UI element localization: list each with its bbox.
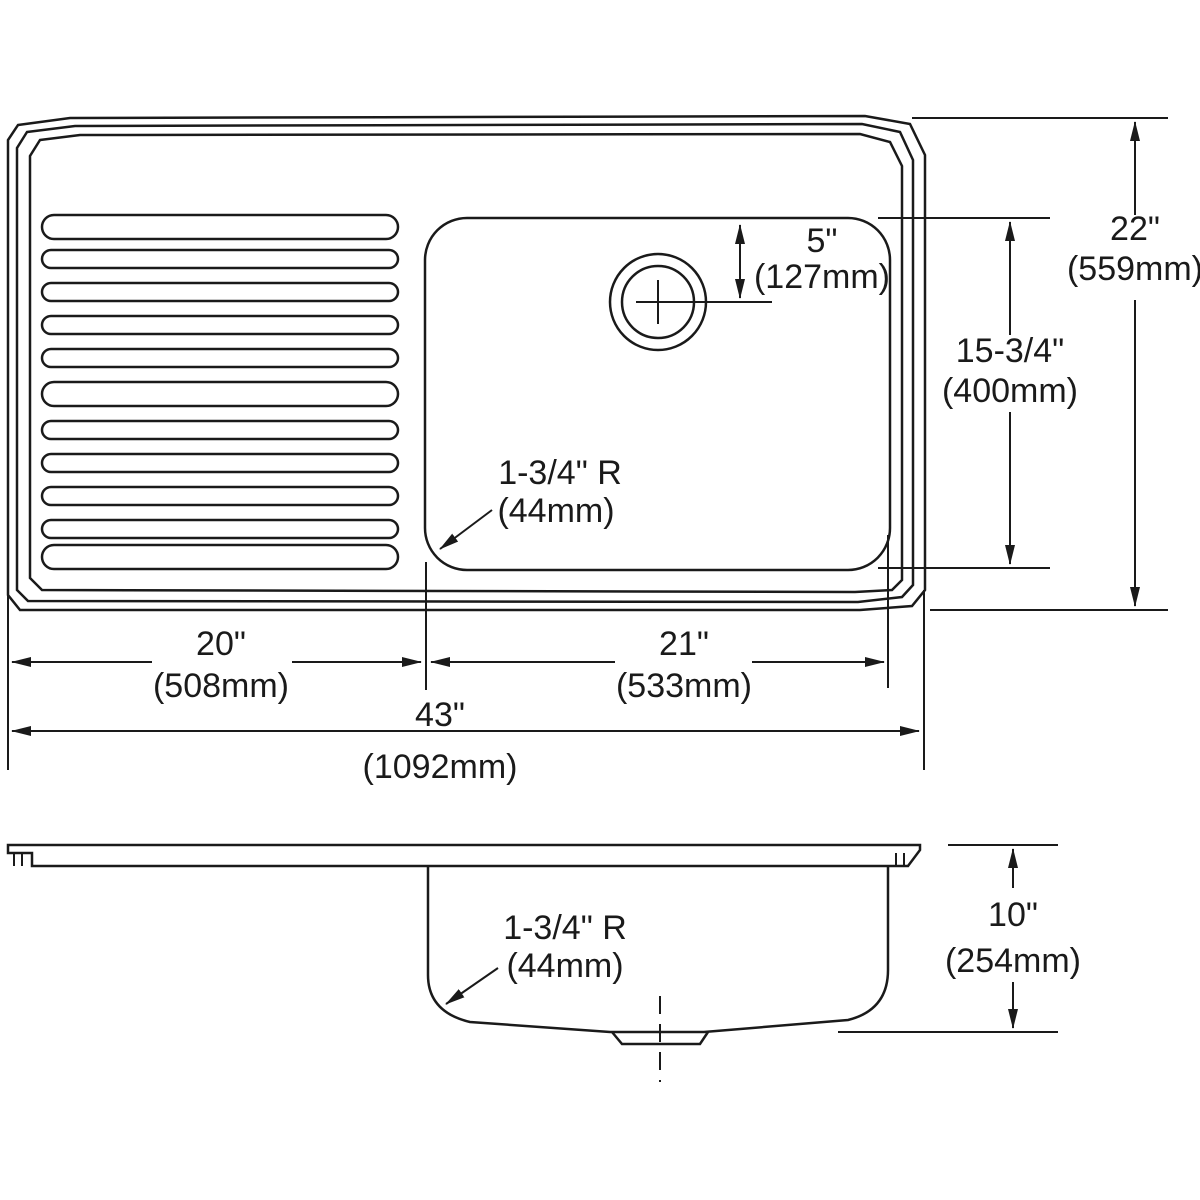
drain-offset-metric: (127mm) bbox=[754, 258, 890, 296]
bowl-width-metric: (533mm) bbox=[616, 667, 752, 705]
drainboard-groove bbox=[40, 314, 400, 336]
overall-depth-dimension: 22" (559mm) bbox=[912, 117, 1200, 611]
drainboard-groove bbox=[40, 485, 400, 507]
sink-inner-rim bbox=[28, 132, 904, 594]
overall-depth-imperial: 22" bbox=[1110, 210, 1160, 248]
sink-bowl bbox=[423, 216, 892, 572]
sink-middle-rim bbox=[15, 122, 915, 604]
bowl-depth-metric: (254mm) bbox=[945, 942, 1081, 980]
drainboard-width-metric: (508mm) bbox=[153, 667, 289, 705]
drain bbox=[608, 252, 772, 352]
bowl-length-metric: (400mm) bbox=[942, 372, 1078, 410]
bowl-depth-imperial: 10" bbox=[988, 896, 1038, 934]
drainboard-groove bbox=[40, 213, 400, 241]
side-bowl-profile bbox=[426, 866, 890, 1034]
drainboard-groove bbox=[40, 248, 400, 270]
side-deck bbox=[6, 843, 922, 868]
corner-radius-side-metric: (44mm) bbox=[506, 947, 623, 985]
bowl-depth-dimension: 10" (254mm) bbox=[838, 844, 1081, 1033]
overall-depth-metric: (559mm) bbox=[1067, 250, 1200, 288]
bowl-length-dimension: 15-3/4" (400mm) bbox=[878, 221, 1078, 569]
drainboard-groove bbox=[40, 281, 400, 303]
corner-radius-side-imperial: 1-3/4" R bbox=[503, 909, 627, 947]
sink-outer-rim bbox=[6, 114, 927, 612]
drainboard-groove bbox=[40, 380, 400, 408]
drainboard-groove bbox=[40, 347, 400, 369]
top-view: 5" (127mm) 15-3/4" (400mm) 22" (559mm) 1… bbox=[6, 114, 1200, 786]
drain-offset-dimension: 5" (127mm) bbox=[735, 217, 1050, 299]
bowl-width-dimension: 21" (533mm) bbox=[430, 625, 885, 705]
overall-width-dimension: 43" (1092mm) bbox=[11, 696, 920, 786]
drainboard-groove bbox=[40, 419, 400, 441]
drainboard bbox=[40, 213, 400, 571]
bowl-width-imperial: 21" bbox=[659, 625, 709, 663]
overall-width-metric: (1092mm) bbox=[363, 748, 518, 786]
side-view: 1-3/4" R (44mm) 10" (254mm) bbox=[6, 843, 1081, 1082]
corner-radius-callout-side: 1-3/4" R (44mm) bbox=[445, 909, 627, 1005]
side-drain-outlet bbox=[611, 1031, 710, 1046]
drainboard-groove bbox=[40, 452, 400, 474]
corner-radius-top-imperial: 1-3/4" R bbox=[498, 454, 622, 492]
drainboard-groove bbox=[40, 518, 400, 540]
overall-width-imperial: 43" bbox=[415, 696, 465, 734]
bowl-length-imperial: 15-3/4" bbox=[956, 332, 1064, 370]
corner-radius-callout-top: 1-3/4" R (44mm) bbox=[439, 454, 622, 550]
drainboard-width-dimension: 20" (508mm) bbox=[11, 625, 422, 705]
corner-radius-top-metric: (44mm) bbox=[497, 492, 614, 530]
drain-offset-imperial: 5" bbox=[807, 222, 838, 260]
drainboard-width-imperial: 20" bbox=[196, 625, 246, 663]
drainboard-groove bbox=[40, 543, 400, 571]
